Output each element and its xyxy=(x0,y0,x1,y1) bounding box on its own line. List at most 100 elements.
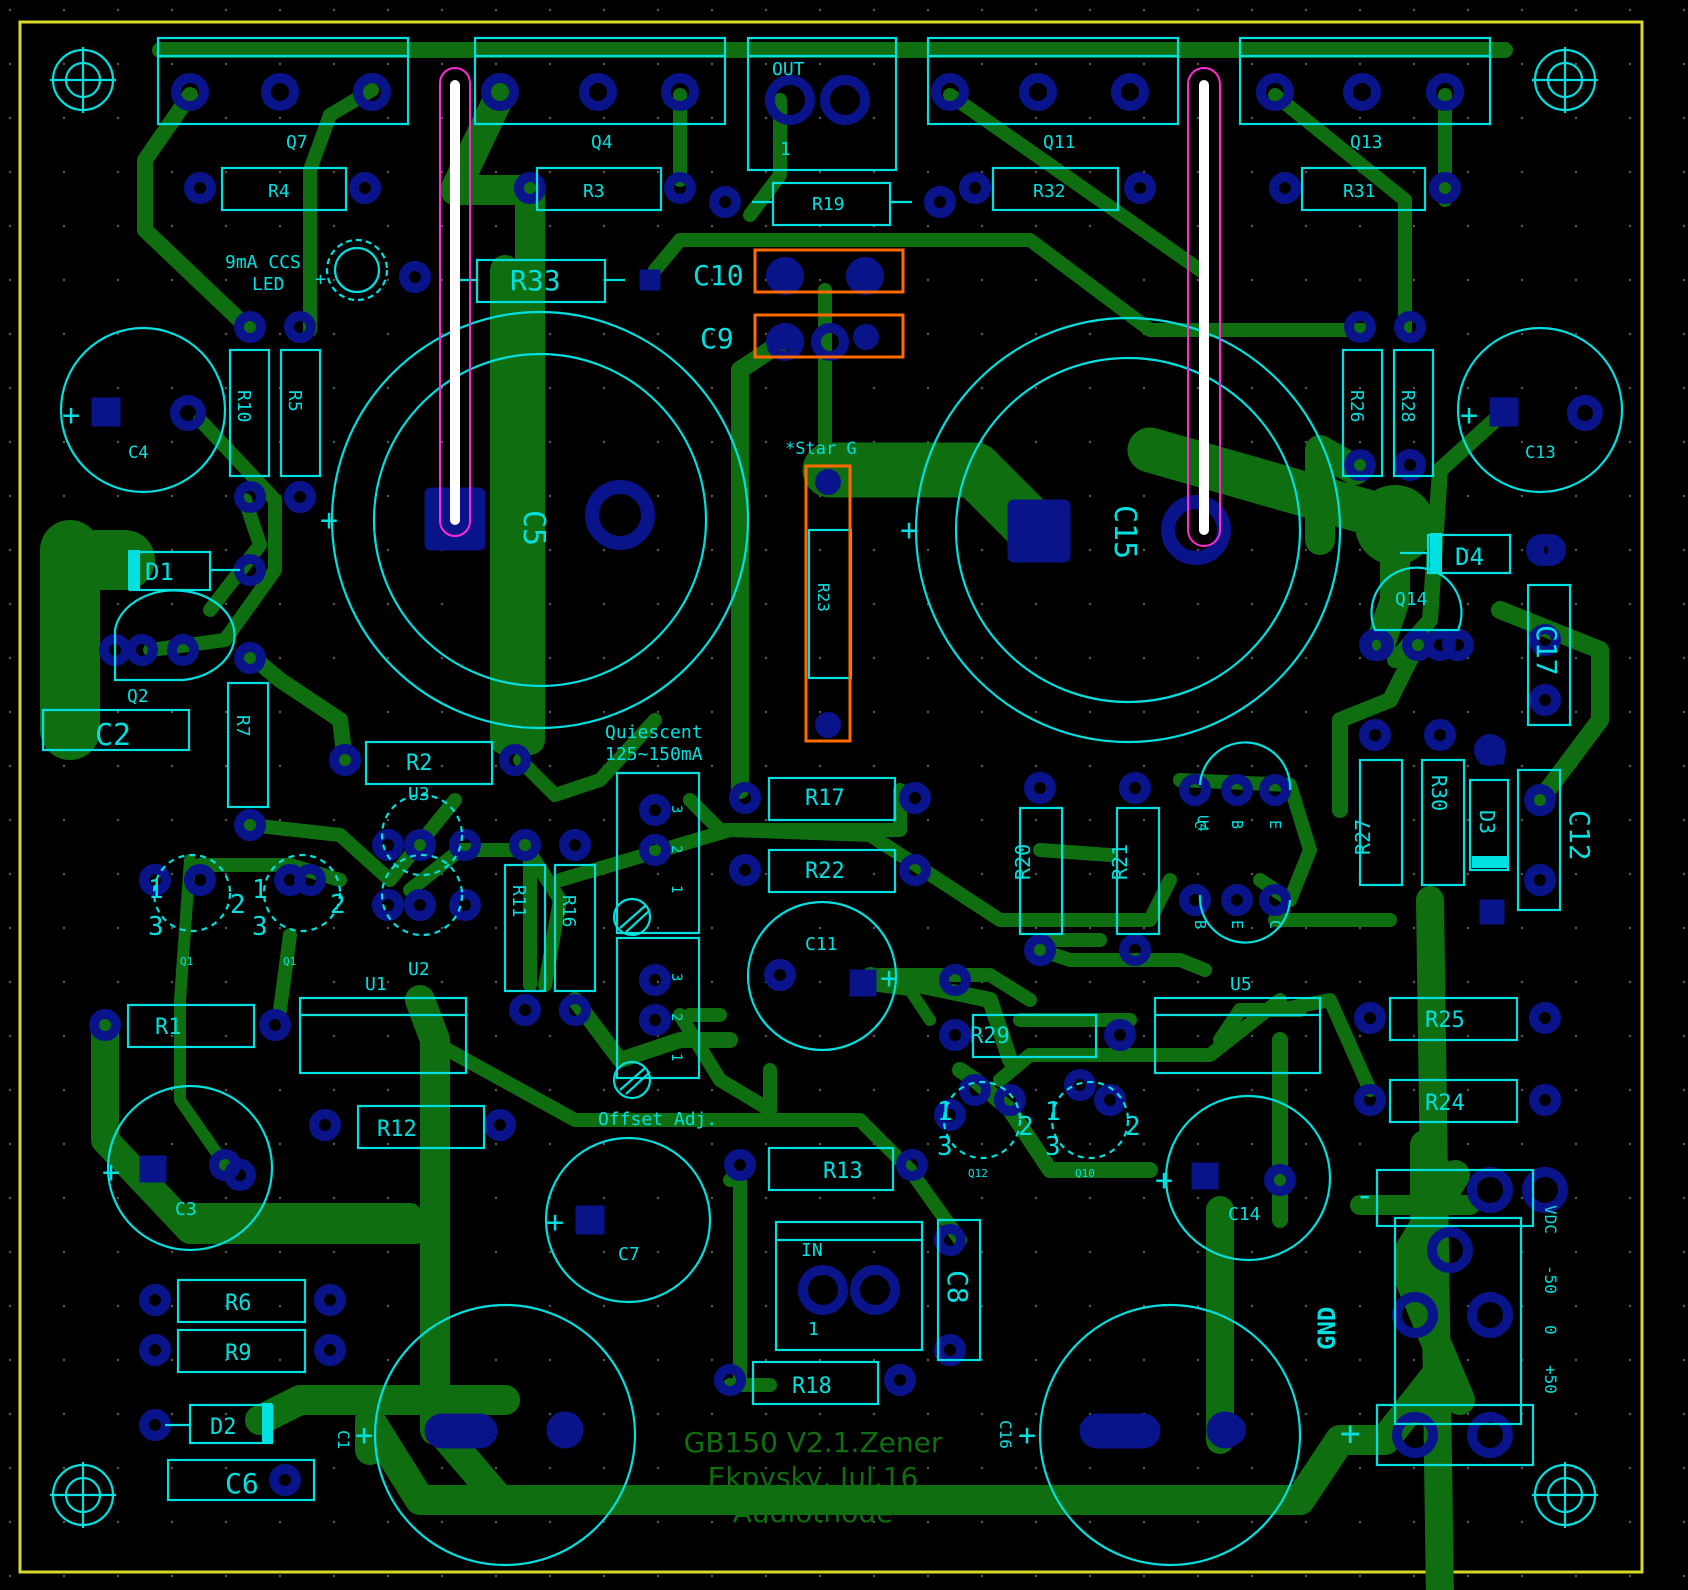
mounting-hole-br xyxy=(1532,1462,1598,1528)
label-c15: C15 xyxy=(1107,505,1142,559)
footer-line1: GB150 V2.1.Zener xyxy=(684,1426,943,1459)
label-q1b: Q1 xyxy=(283,955,296,968)
label-q10: Q10 xyxy=(1075,1167,1095,1180)
c9-highlight xyxy=(753,313,905,359)
pot2-pin2: 2 xyxy=(668,1013,684,1021)
c3-plus: + xyxy=(102,1155,120,1190)
label-star-ground: *Star G xyxy=(785,439,857,459)
label-r30: R30 xyxy=(1427,775,1451,811)
label-r13: R13 xyxy=(823,1159,863,1184)
c1-plus: + xyxy=(355,1418,373,1453)
polarity-marks xyxy=(128,533,1508,1443)
u4-bot-b: B xyxy=(1191,920,1209,929)
label-gnd: GND xyxy=(1313,1307,1341,1350)
label-c4: C4 xyxy=(128,443,148,463)
u4-top-e: E xyxy=(1266,820,1284,829)
highlighted-parts xyxy=(753,248,905,743)
label-c2: C2 xyxy=(95,718,131,753)
q1a-pin1: 1 xyxy=(148,875,164,905)
mounting-hole-tl xyxy=(50,47,116,113)
label-r4: R4 xyxy=(268,181,290,202)
label-d2: D2 xyxy=(210,1415,237,1440)
label-d3: D3 xyxy=(1475,810,1499,834)
label-c12: C12 xyxy=(1563,810,1596,861)
label-q7: Q7 xyxy=(286,132,308,153)
r23-highlight xyxy=(804,464,852,743)
label-ccs: 9mA CCS xyxy=(225,252,301,273)
label-c8: C8 xyxy=(941,1270,974,1304)
label-q1a: Q1 xyxy=(180,955,193,968)
label-minus: - xyxy=(1355,1176,1374,1214)
label-r11: R11 xyxy=(508,885,529,918)
label-r16: R16 xyxy=(558,895,579,928)
label-r21: R21 xyxy=(1108,844,1132,880)
label-c3: C3 xyxy=(175,1199,197,1220)
q1b-pin2: 2 xyxy=(330,890,346,920)
c7-plus: + xyxy=(546,1205,564,1240)
pot2-pin3: 3 xyxy=(668,973,684,981)
label-c1: C1 xyxy=(334,1430,353,1449)
label-r23: R23 xyxy=(814,583,833,612)
label-r12: R12 xyxy=(377,1117,417,1142)
label-q12: Q12 xyxy=(968,1167,988,1180)
label-offset-adj: Offset Adj. xyxy=(598,1109,717,1130)
silkscreen-text: Q7 Q4 Q11 Q13 OUT 1 R4 R3 R19 R32 R31 R3… xyxy=(62,59,1596,1500)
q12-pin2: 2 xyxy=(1018,1112,1034,1142)
label-vdc: VDC xyxy=(1541,1205,1560,1234)
label-c11: C11 xyxy=(805,934,838,955)
label-r27: R27 xyxy=(1351,819,1375,855)
q10-pin2: 2 xyxy=(1125,1112,1141,1142)
c15-plus: + xyxy=(900,513,918,548)
label-u2: U2 xyxy=(408,959,430,980)
pads xyxy=(89,73,1603,1496)
label-q4: Q4 xyxy=(591,132,613,153)
q1a-pin3: 3 xyxy=(148,912,164,942)
label-out-pin1: 1 xyxy=(780,139,791,160)
label-c14: C14 xyxy=(1228,1204,1261,1225)
c4-plus: + xyxy=(62,398,80,433)
label-r2: R2 xyxy=(406,751,433,776)
label-r3: R3 xyxy=(583,181,605,202)
label-d1: D1 xyxy=(145,558,174,586)
q10-pin3: 3 xyxy=(1045,1132,1061,1162)
label-in: IN xyxy=(801,1240,823,1261)
q12-pin3: 3 xyxy=(937,1132,953,1162)
label-plus: + xyxy=(1340,1414,1360,1454)
label-r18: R18 xyxy=(792,1374,832,1399)
jumper-wire-left xyxy=(439,67,471,537)
board-edge xyxy=(18,20,1644,1574)
jumper-wire-right xyxy=(1187,67,1221,547)
label-r22: R22 xyxy=(805,859,845,884)
label-r9: R9 xyxy=(225,1341,252,1366)
label-c16: C16 xyxy=(996,1420,1015,1449)
label-q14: Q14 xyxy=(1395,589,1428,610)
label-r1: R1 xyxy=(155,1015,182,1040)
footer-line2: Ekpvsky, Jul.16 xyxy=(708,1461,919,1494)
u4-bot-c: C xyxy=(1266,920,1284,929)
c16-plus: + xyxy=(1018,1418,1036,1453)
label-r10: R10 xyxy=(233,390,254,423)
q1b-pin3: 3 xyxy=(252,912,268,942)
label-r19: R19 xyxy=(812,194,845,215)
label-minus50: -50 xyxy=(1541,1265,1560,1294)
mounting-hole-bl xyxy=(50,1462,116,1528)
c14-plus: + xyxy=(1155,1163,1173,1198)
label-c7: C7 xyxy=(618,1244,640,1265)
label-d4: D4 xyxy=(1455,543,1484,571)
led-plus: + xyxy=(315,269,326,290)
label-plus50: +50 xyxy=(1541,1365,1560,1394)
c5-plus: + xyxy=(320,503,338,538)
label-u5: U5 xyxy=(1230,974,1252,995)
label-quiescent: Quiescent xyxy=(605,722,703,743)
label-r17: R17 xyxy=(805,786,845,811)
label-c9: C9 xyxy=(700,322,734,355)
label-c10: C10 xyxy=(693,259,744,292)
label-r6: R6 xyxy=(225,1291,252,1316)
label-c17: C17 xyxy=(1530,625,1563,676)
label-u3: U3 xyxy=(408,784,430,805)
c13-plus: + xyxy=(1460,398,1478,433)
label-c6: C6 xyxy=(225,1467,259,1500)
label-q13: Q13 xyxy=(1350,132,1383,153)
pot2-pin1: 1 xyxy=(668,1053,684,1061)
